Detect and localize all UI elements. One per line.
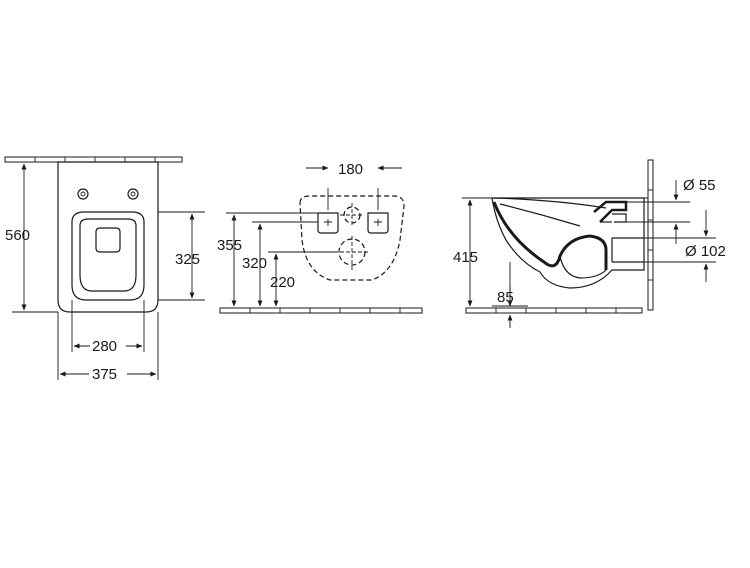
front-height-label: 560 — [5, 227, 30, 244]
side-bowl-outline — [491, 197, 645, 289]
side-height-label: 415 — [453, 249, 478, 266]
front-seat-width-label: 280 — [92, 338, 117, 355]
wall-bracket-left — [317, 212, 339, 234]
front-side-height-label: 325 — [175, 251, 200, 268]
wall-height-2-label: 320 — [242, 255, 267, 272]
side-outlet-diameter-label: Ø 102 — [685, 243, 726, 260]
side-floor-strip — [465, 307, 643, 314]
wall-floor-strip — [219, 307, 423, 314]
side-inlet-connector — [593, 200, 628, 223]
wall-bracket-spacing-label: 180 — [338, 161, 363, 178]
wall-pan-outline — [299, 195, 405, 281]
side-view: 415 85 Ø 55 Ø 102 — [453, 159, 726, 328]
side-outlet-pipe — [611, 237, 644, 263]
front-view: 560 325 280 375 — [4, 156, 205, 383]
side-inlet-diameter-label: Ø 55 — [683, 177, 716, 194]
front-bowl-outline — [57, 161, 159, 313]
front-wall-strip — [4, 156, 183, 163]
fixing-hole-right — [127, 188, 139, 200]
fixing-hole-left — [77, 188, 89, 200]
side-bowl-inner — [492, 201, 608, 270]
wall-view: 180 355 320 220 — [217, 161, 423, 314]
side-outlet-offset-label: 85 — [497, 289, 514, 306]
wall-height-1-label: 355 — [217, 237, 242, 254]
wall-bracket-right — [367, 212, 389, 234]
front-rim-square — [95, 227, 121, 253]
side-wall-strip — [647, 159, 654, 311]
front-seat-opening — [71, 211, 145, 301]
wall-height-3-label: 220 — [270, 274, 295, 291]
front-overall-width-label: 375 — [92, 366, 117, 383]
